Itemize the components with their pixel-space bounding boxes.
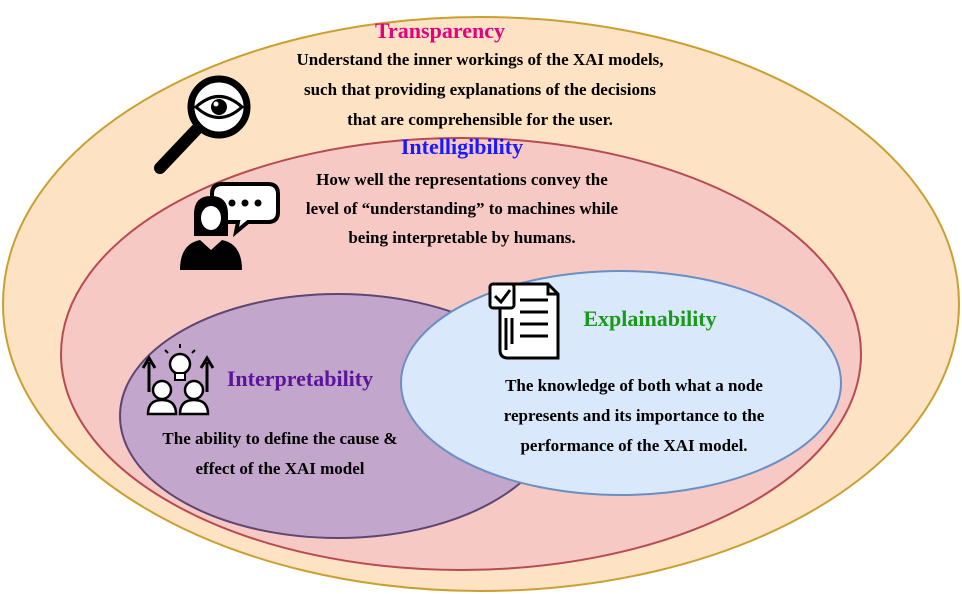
document-check-icon bbox=[488, 282, 560, 360]
magnifier-eye-icon bbox=[154, 75, 251, 174]
intelligibility-title: Intelligibility bbox=[400, 134, 524, 159]
person-speech-icon bbox=[180, 182, 280, 270]
transparency-title: Transparency bbox=[375, 18, 505, 43]
transparency-text: Understand the inner workings of the XAI… bbox=[296, 50, 664, 129]
intelligibility-text: How well the representations convey the … bbox=[305, 170, 619, 247]
explainability-text: The knowledge of both what a node repres… bbox=[503, 376, 765, 455]
interpretability-text: The ability to define the cause & effect… bbox=[162, 429, 398, 478]
people-idea-icon bbox=[141, 344, 215, 416]
explainability-title: Explainability bbox=[583, 306, 717, 331]
interpretability-title: Interpretability bbox=[226, 366, 374, 391]
